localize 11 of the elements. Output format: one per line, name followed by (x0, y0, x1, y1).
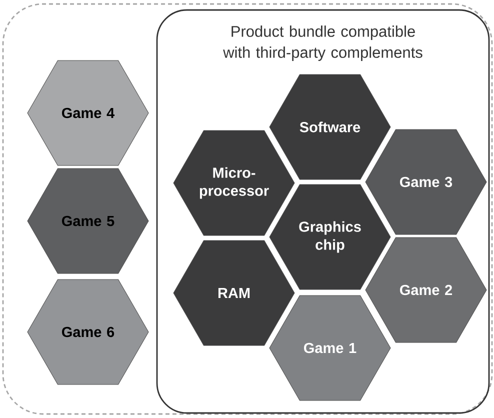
hexagon: Game 5 (27, 168, 149, 274)
hexagon: Game 2 (365, 237, 487, 343)
hexagon: Graphics chip (269, 184, 391, 290)
hexagon: Game 6 (27, 279, 149, 385)
hexagon: Game 1 (269, 295, 391, 401)
dashed-boundary (2, 3, 493, 415)
hexagon: Micro-processor (173, 130, 295, 236)
hexagon: Game 3 (365, 129, 487, 235)
hexagon: RAM (173, 240, 295, 346)
hexagon: Software (269, 74, 391, 180)
hexagon: Game 4 (27, 60, 149, 166)
